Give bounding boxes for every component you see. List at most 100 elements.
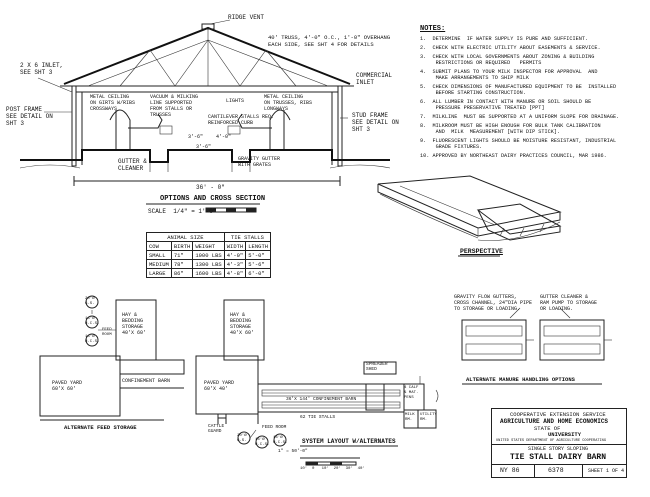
perspective-sketch	[377, 175, 562, 241]
title-block-line: COOPERATIVE EXTENSION SERVICE	[510, 411, 606, 418]
silo-label: 14'Ø H.C.S.	[273, 436, 288, 445]
table-cell: 1600 LBS	[192, 268, 225, 278]
stud-frame-label: STUD FRAME SEE DETAIL ON SHT 3	[352, 112, 399, 133]
notes-title: NOTES:	[420, 25, 446, 33]
table-row: LARGE 86" 1600 LBS 4'-8" 6'-0"	[146, 268, 272, 278]
section-scale-bar	[205, 207, 257, 213]
cantilever-label: CANTILEVER STALLS REQ. REINFORCED CURB	[208, 114, 275, 126]
metal-ceiling-left-label: METAL CEILING ON GIRTS W/RIBS CROSSWAYS	[90, 94, 136, 112]
table-cell: 4'-3"	[223, 259, 247, 269]
note-item: 9. FLUORESCENT LIGHTS SHOULD BE MOISTURE…	[420, 138, 617, 150]
table-cell: 1300 LBS	[192, 259, 225, 269]
title-block: COOPERATIVE EXTENSION SERVICE AGRICULTUR…	[491, 408, 627, 478]
lights-label: LIGHTS	[226, 98, 245, 104]
hay-storage-label: HAY & BEDDING STORAGE 40'X 60'	[122, 312, 147, 336]
table-cell: LARGE	[146, 268, 172, 278]
sheet-number: SHEET 1 OF 4	[588, 468, 625, 474]
truss-label: 40' TRUSS, 4'-0" O.C., 1'-0" OVERHANG EA…	[268, 34, 391, 48]
table-cell: 1000 LBS	[192, 250, 225, 260]
table-cell: 71"	[170, 250, 194, 260]
hay-storage-label: HAY & BEDDING STORAGE 40'X 60'	[230, 312, 255, 336]
note-item: 6. ALL LUMBER IN CONTACT WITH MANURE OR …	[420, 99, 592, 111]
silo-label: 14'Ø H.C.S.	[85, 335, 100, 344]
table-cell: MEDIUM	[146, 259, 172, 269]
title-block-line: UNIVERSITY	[548, 431, 582, 438]
confinement-barn-label: 36'X 144' CONFINEMENT BARN	[286, 397, 357, 402]
calf-pens-label: 4 CALF & MAT. PENS	[404, 386, 419, 400]
gravity-flow-label: GRAVITY FLOW GUTTERS, CROSS CHANNEL, 24"…	[454, 294, 533, 312]
cattle-guard-label: CATTLE GUARD	[208, 424, 225, 434]
table-cell: 86"	[170, 268, 194, 278]
manure-option-sketches	[461, 307, 612, 361]
title-block-line: AGRICULTURE AND HOME ECONOMICS	[500, 418, 609, 425]
note-item: 1. DETERMINE IF WATER SUPPLY IS PURE AND…	[420, 36, 589, 42]
col-cow: COW	[146, 241, 172, 251]
drawing-subtitle: SINGLE STORY SLOPING	[528, 446, 589, 452]
alternate-feed-title: ALTERNATE FEED STORAGE	[64, 424, 137, 431]
title-block-line: UNITED STATES DEPARTMENT OF AGRICULTURE …	[496, 439, 606, 443]
table-row: MEDIUM 78" 1300 LBS 4'-3" 5'-6"	[146, 259, 272, 269]
spreader-shed-label: SPREADER SHED	[366, 362, 388, 372]
table-head-animal: ANIMAL SIZE	[146, 232, 225, 242]
note-item: 2. CHECK WITH ELECTRIC UTILITY ABOUT EAS…	[420, 45, 601, 51]
section-scale-label: SCALE 1/4" = 1'-0"	[148, 208, 217, 215]
system-layout-title: SYSTEM LAYOUT W/ALTERNATES	[302, 438, 396, 445]
table-cell: SMALL	[146, 250, 172, 260]
table-cell: 5'-0"	[245, 250, 272, 260]
options-title: OPTIONS AND CROSS SECTION	[160, 195, 266, 203]
dim-3-6-b: 3'-6"	[196, 144, 212, 150]
feed-storage-layout	[39, 295, 185, 421]
commercial-inlet-label: COMMERCIAL INLET	[356, 72, 393, 86]
dim-3-6-a: 3'-6"	[188, 134, 204, 140]
system-layout	[195, 299, 439, 466]
inlet-label: 2 X 6 INLET, SEE SHT 3	[20, 62, 64, 76]
layout-scale-ticks: 10' 0 10' 20' 30' 40'	[300, 467, 365, 471]
table-cell: 78"	[170, 259, 194, 269]
gravity-gutter-label: GRAVITY GUTTER WITH GRATES	[238, 156, 281, 168]
gutter-ram-label: GUTTER CLEANER & RAM PUMP TO STORAGE OR …	[540, 294, 598, 312]
animal-size-table: ANIMAL SIZE TIE STALLS COW BIRTH WEIGHT …	[146, 232, 272, 278]
table-cell: 5'-6"	[245, 259, 272, 269]
table-cell: 6'-0"	[245, 268, 272, 278]
paved-yard-label: PAVED YARD 60'X 60'	[52, 380, 83, 392]
tie-stalls-label: 62 TIE STALLS	[300, 415, 336, 420]
utility-room-label: UTILITY RM.	[420, 413, 437, 422]
note-item: 8. MILKROOM MUST BE HIGH ENOUGH FOR BULK…	[420, 123, 601, 135]
notes-list: 1. DETERMINE IF WATER SUPPLY IS PURE AND…	[420, 36, 642, 162]
plan-id: NY 86	[500, 467, 520, 474]
title-block-line: STATE OF	[534, 425, 561, 432]
ridge-vent-label: RIDGE VENT	[228, 14, 265, 21]
table-cell: 4'-0"	[223, 250, 247, 260]
note-item: 5. CHECK DIMENSIONS OF MANUFACTURED EQUI…	[420, 84, 617, 96]
perspective-label: PERSPECTIVE	[460, 248, 503, 255]
feed-room-label: FEED ROOM	[102, 328, 112, 337]
col-width: WIDTH	[223, 241, 247, 251]
layout-scale-label: 1" = 50'-0"	[278, 449, 308, 454]
drawing-title: TIE STALL DAIRY BARN	[510, 453, 607, 462]
col-weight: WEIGHT	[192, 241, 225, 251]
col-length: LENGTH	[245, 241, 272, 251]
width-dimension: 36' - 0"	[196, 184, 225, 191]
feed-room-label: FEED ROOM	[262, 425, 287, 430]
grain-silo-label: 20'Ø G.S.	[85, 297, 95, 306]
note-item: 10. APPROVED BY NORTHEAST DAIRY PRACTICE…	[420, 153, 607, 159]
grain-silo-label: 20'Ø G.S.	[237, 434, 247, 443]
metal-ceiling-right-label: METAL CEILING ON TRUSSES, RIBS LONGWAYS	[264, 94, 313, 112]
vacuum-line-label: VACUUM & MILKING LINE SUPPORTED FROM STA…	[150, 94, 199, 118]
note-item: 4. SUBMIT PLANS TO YOUR MILK INSPECTOR F…	[420, 69, 598, 81]
note-item: 7. MILKLINE MUST BE SUPPORTED AT A UNIFO…	[420, 114, 620, 120]
silo-label: 14'Ø H.C.S.	[85, 317, 100, 326]
manure-options-title: ALTERNATE MANURE HANDLING OPTIONS	[466, 376, 575, 383]
post-frame-label: POST FRAME SEE DETAIL ON SHT 3	[6, 106, 53, 127]
table-head-stalls: TIE STALLS	[223, 232, 272, 242]
table-row: SMALL 71" 1000 LBS 4'-0" 5'-0"	[146, 250, 272, 260]
col-birth: BIRTH	[170, 241, 194, 251]
table-cell: 4'-8"	[223, 268, 247, 278]
silo-label: 14'Ø H.C.S.	[255, 438, 270, 447]
dim-4-0: 4'-0"	[216, 134, 232, 140]
milk-room-label: MILK RM.	[405, 413, 415, 422]
note-item: 3. CHECK WITH LOCAL GOVERNMENTS ABOUT ZO…	[420, 54, 595, 66]
plan-number: 6378	[548, 467, 564, 474]
